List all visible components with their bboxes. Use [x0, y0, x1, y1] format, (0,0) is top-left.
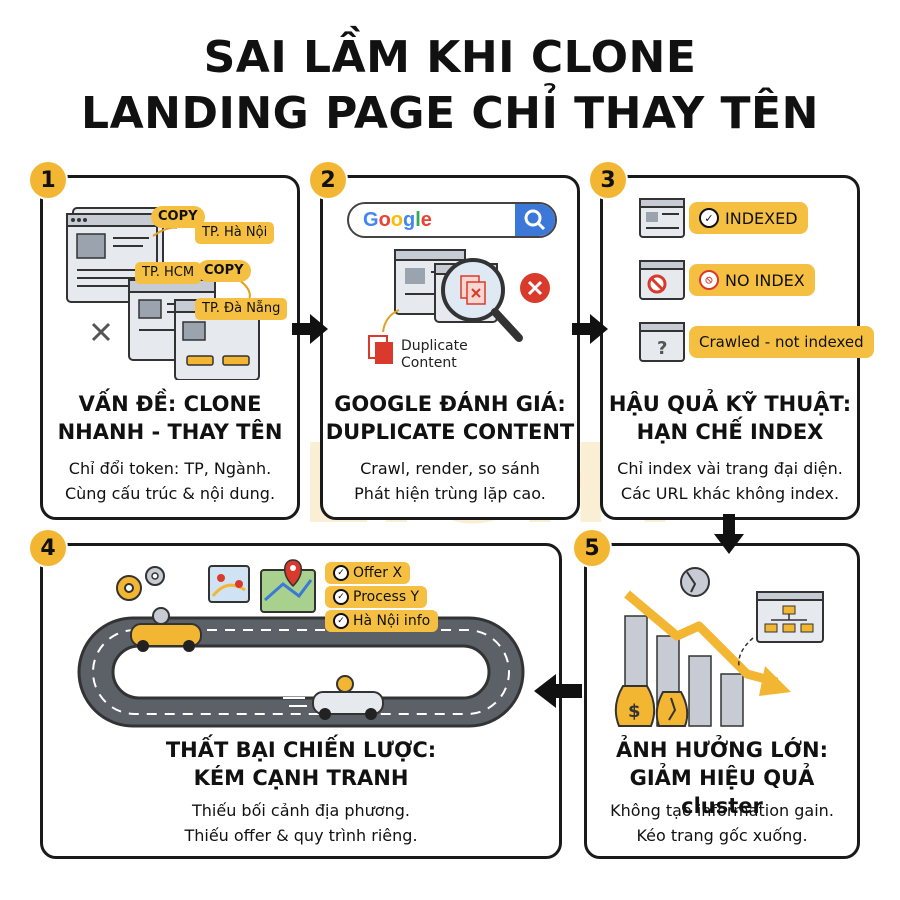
card-desc-line: Phát hiện trùng lặp cao. [354, 484, 546, 503]
unknown-page-icon: ? [639, 322, 685, 362]
city-tag-hcm: TP. HCM [135, 262, 202, 284]
status-label: Crawled - not indexed [699, 333, 864, 351]
card-google-evaluation: Google Duplicate Conten [320, 175, 580, 520]
card-description: Crawl, render, so sánh Phát hiện trùng l… [323, 456, 577, 506]
card-desc-line: Kéo trang gốc xuống. [636, 826, 808, 845]
search-icon [524, 209, 546, 231]
city-tag-danang: TP. Đà Nẵng [195, 298, 288, 320]
no-entry-icon: ⦸ [699, 270, 719, 290]
google-search-bar: Google [347, 202, 557, 238]
step-number-badge: 2 [308, 160, 348, 200]
card-description: Không tạo information gain. Kéo trang gố… [587, 798, 857, 848]
step-number-badge: 3 [588, 160, 628, 200]
check-icon: ✓ [333, 565, 349, 581]
page-title: SAI LẦM KHI CLONE LANDING PAGE CHỈ THAY … [0, 30, 900, 142]
arrow-down-icon [714, 514, 744, 554]
card-title-line: GOOGLE ĐÁNH GIÁ: [334, 392, 566, 416]
step-number-badge: 5 [572, 528, 612, 568]
step-number-badge: 4 [28, 528, 68, 568]
svg-text:?: ? [657, 338, 667, 359]
card-title-line: VẤN ĐỀ: CLONE [78, 392, 262, 416]
card-desc-line: Thiếu bối cảnh địa phương. [192, 801, 410, 820]
card-title-line: THẤT BẠI CHIẾN LƯỢC: [165, 738, 437, 762]
card-title-line: NHANH - THAY TÊN [57, 420, 283, 444]
card-desc-line: Thiếu offer & quy trình riêng. [184, 826, 418, 845]
card-technical-consequence: ✓ INDEXED ⦸ NO INDEX ? Crawled - not ind… [600, 175, 874, 520]
card-cluster-impact: $ ẢNH HƯỞNG LỚN: GIẢM HIỆU QUẢ cluster K… [584, 543, 860, 859]
race-track-illustration [77, 559, 525, 728]
status-badge-noindex: ⦸ NO INDEX [689, 264, 815, 296]
title-line-1: SAI LẦM KHI CLONE [203, 32, 697, 83]
card-desc-line: Các URL khác không index. [620, 484, 840, 503]
status-label: INDEXED [725, 208, 798, 228]
card-description: Thiếu bối cảnh địa phương. Thiếu offer &… [43, 798, 559, 848]
copy-badge: COPY [197, 260, 251, 282]
status-badge-indexed: ✓ INDEXED [689, 202, 808, 234]
card-title-line: KÉM CẠNH TRANH [193, 766, 409, 790]
svg-text:$: $ [628, 701, 641, 722]
title-line-2: LANDING PAGE CHỈ THAY TÊN [81, 88, 819, 139]
duplicate-label-line: Content [401, 355, 457, 371]
card-description: Chỉ index vài trang đại diện. Các URL kh… [603, 456, 857, 506]
checklist-label: Hà Nội info [353, 613, 431, 629]
card-strategic-failure: ✓ Offer X ✓ Process Y ✓ Hà Nội info THẤT… [40, 543, 562, 859]
checklist-item-offer: ✓ Offer X [325, 562, 411, 584]
card-title: ẢNH HƯỞNG LỚN: GIẢM HIỆU QUẢ cluster [587, 736, 857, 820]
check-icon: ✓ [699, 208, 719, 228]
decline-chart-illustration: $ [614, 567, 824, 727]
copy-badge: COPY [151, 206, 205, 228]
google-logo: Google [363, 209, 432, 231]
status-badge-crawled: Crawled - not indexed [689, 326, 874, 358]
check-icon: ✓ [333, 589, 349, 605]
card-title-line: HẬU QUẢ KỸ THUẬT: [608, 392, 852, 416]
status-label: NO INDEX [725, 270, 805, 290]
checklist-item-process: ✓ Process Y [325, 586, 428, 608]
card-problem: COPY TP. Hà Nội TP. HCM COPY TP. Đà Nẵng… [40, 175, 300, 520]
duplicate-content-label: Duplicate Content [401, 338, 468, 372]
card-title-line: GIẢM HIỆU QUẢ cluster [629, 766, 815, 818]
checklist-item-local-info: ✓ Hà Nội info [325, 610, 439, 632]
step-number-badge: 1 [28, 160, 68, 200]
arrow-left-icon [534, 674, 582, 708]
card-title: HẬU QUẢ KỸ THUẬT: HẠN CHẾ INDEX [603, 390, 857, 446]
card-title: GOOGLE ĐÁNH GIÁ: DUPLICATE CONTENT [323, 390, 577, 446]
card-title-line: HẠN CHẾ INDEX [636, 420, 824, 444]
checklist-label: Offer X [353, 565, 403, 581]
search-button [515, 204, 555, 236]
card-title: VẤN ĐỀ: CLONE NHANH - THAY TÊN [43, 390, 297, 446]
page-icon [639, 198, 685, 238]
city-tag-hanoi: TP. Hà Nội [195, 222, 275, 244]
duplicate-scan-illustration [368, 249, 550, 364]
card-desc-line: Chỉ index vài trang đại diện. [617, 459, 843, 478]
card-desc-line: Chỉ đổi token: TP, Ngành. [68, 459, 272, 478]
arrow-right-icon [292, 314, 328, 344]
duplicate-label-line: Duplicate [401, 338, 468, 354]
blocked-page-icon [639, 260, 685, 300]
arrow-right-icon [572, 314, 608, 344]
card-title-line: DUPLICATE CONTENT [325, 420, 575, 444]
card-title-line: ẢNH HƯỞNG LỚN: [616, 738, 828, 762]
card-description: Chỉ đổi token: TP, Ngành. Cùng cấu trúc … [43, 456, 297, 506]
card-desc-line: Crawl, render, so sánh [360, 459, 540, 478]
checklist-label: Process Y [353, 589, 420, 605]
card-title: THẤT BẠI CHIẾN LƯỢC: KÉM CẠNH TRANH [43, 736, 559, 792]
card-desc-line: Cùng cấu trúc & nội dung. [64, 484, 276, 503]
check-icon: ✓ [333, 613, 349, 629]
card-desc-line: Không tạo information gain. [610, 801, 834, 820]
